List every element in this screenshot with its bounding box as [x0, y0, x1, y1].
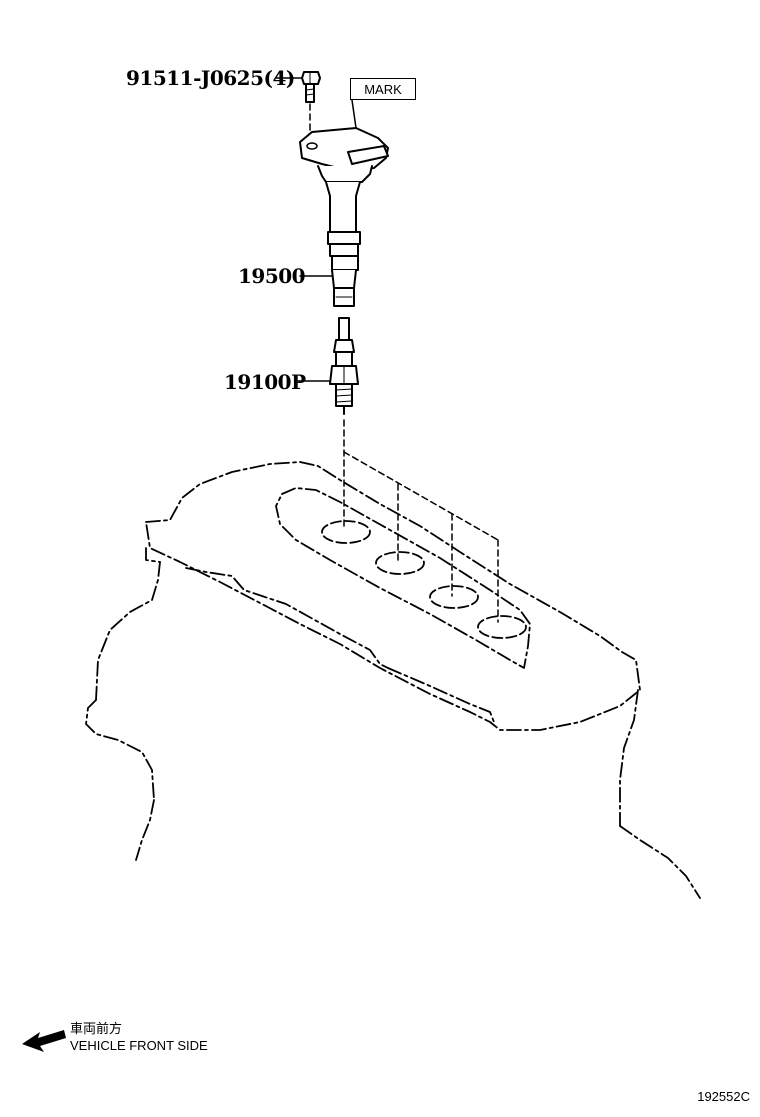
spark-plug-icon [329, 317, 359, 415]
coil-part-number: 19500 [238, 264, 306, 288]
vehicle-front-label-jp: 車両前方 [70, 1021, 123, 1036]
ignition-coil-icon [299, 127, 389, 307]
plug-part-number: 19100P [224, 370, 306, 394]
cylinder-holes [321, 520, 527, 639]
mark-label: MARK [350, 78, 416, 100]
spark-plug-well-area [275, 487, 531, 669]
bolt-part-number: 91511-J0625(4) [126, 66, 295, 90]
vehicle-front-arrow-icon [22, 1030, 66, 1052]
installation-guide-lines [343, 419, 499, 623]
mark-leader-line [351, 99, 357, 129]
illustration-code: 192552C [697, 1089, 750, 1104]
bolt-icon [301, 71, 321, 137]
vehicle-front-label-en: VEHICLE FRONT SIDE [70, 1038, 208, 1053]
engine-outline [85, 461, 701, 899]
